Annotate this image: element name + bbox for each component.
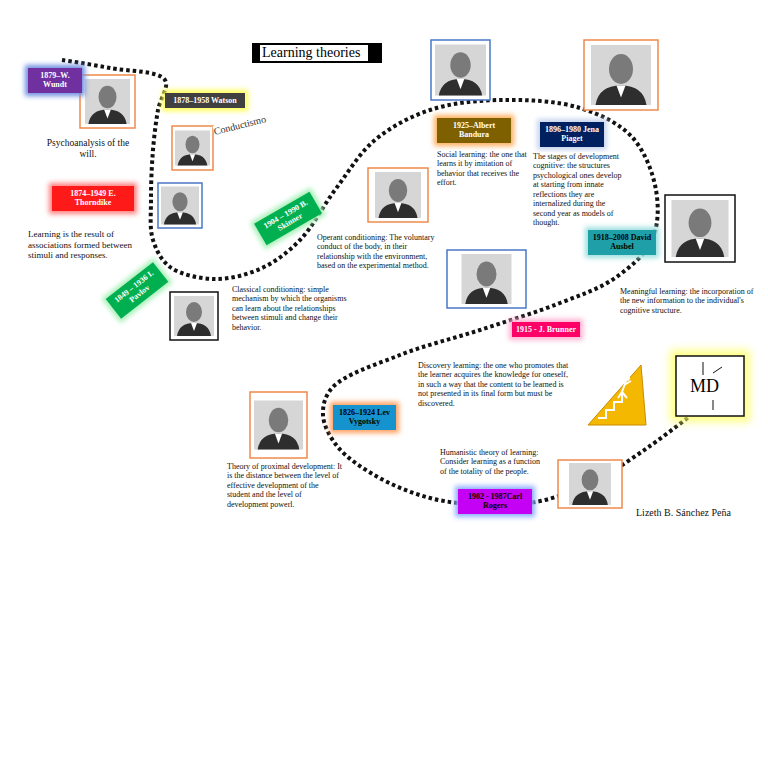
text-label: Conductismo: [213, 113, 268, 137]
mountain-shape: [588, 365, 646, 425]
portrait-photo: [80, 75, 135, 128]
timeline-layer: [62, 60, 690, 505]
title-banner: Learning theories: [252, 43, 382, 63]
text-label: The stages of development cognitive: the…: [533, 152, 625, 228]
climber-head: [624, 375, 630, 381]
photo-frame: [558, 460, 622, 508]
tag-text: 1918–2008 David Ausbel: [592, 233, 652, 252]
portrait: [85, 79, 130, 124]
name-tag: 1902 - 1987Carl Rogers: [458, 489, 532, 514]
photo-frame: [584, 40, 658, 110]
portrait: [569, 463, 611, 505]
portrait-photo: [558, 460, 622, 508]
portrait: [174, 296, 214, 336]
photo-frame: [447, 250, 526, 308]
portrait: [375, 172, 421, 218]
tag-text: 1896–1980 Jena Piaget: [544, 125, 600, 144]
portrait: [672, 200, 729, 257]
text-label: Operant conditioning: The voluntary cond…: [317, 233, 437, 271]
portrait-photo: [368, 168, 428, 222]
photo-frame: [431, 40, 490, 100]
photo-frame: [170, 292, 218, 340]
logo-frame: [676, 356, 744, 416]
portrait-photo: [158, 183, 202, 228]
photo-frame: [172, 126, 213, 170]
text-label: Social learning: the one that learns it …: [437, 150, 529, 188]
tag-text: 1826–1924 Lev Vygotsky: [337, 408, 392, 427]
tag-text: 1915 - J. Brunner: [516, 325, 576, 334]
portrait: [591, 45, 651, 105]
text-label: Meaningful learning: the incorporation o…: [620, 287, 762, 315]
description-text: Lizeth B. Sánchez Peña: [636, 507, 731, 518]
photo-frame: [250, 392, 307, 458]
text-label: Psychoanalysis of the will.: [38, 138, 138, 160]
portrait-photo: [431, 40, 490, 100]
text-label: MD: [690, 376, 719, 397]
name-tag: 1879–W. Wundt: [28, 68, 82, 93]
description-text: The stages of development cognitive: the…: [533, 152, 621, 227]
logo-stroke: [713, 367, 722, 373]
name-tag: 1925–Albert Bandura: [437, 118, 511, 143]
text-label: Learning is the result of associations f…: [28, 229, 144, 261]
name-tag: 1878–1958 Watson: [165, 93, 245, 108]
description-text: Humanistic theory of learning: Consider …: [440, 448, 540, 476]
tag-text: 1874–1949 E. Thorndike: [56, 189, 130, 208]
climber-icon: [588, 365, 646, 425]
name-tag: 1874–1949 E. Thorndike: [52, 186, 134, 211]
portrait: [175, 131, 210, 166]
logo-glow: [670, 350, 750, 422]
description-text: Social learning: the one that learns it …: [437, 150, 527, 187]
portrait: [161, 187, 199, 225]
photo-frame: [158, 183, 202, 228]
name-tag: 1904 – 1990 B. Skinner: [254, 192, 322, 246]
portrait: [462, 254, 512, 304]
portrait: [435, 45, 486, 96]
portrait-photo: [250, 392, 307, 458]
description-text: Operant conditioning: The voluntary cond…: [317, 233, 434, 270]
tag-text: 1902 - 1987Carl Rogers: [462, 492, 528, 511]
description-text: Conductismo: [213, 113, 267, 137]
photo-frame: [665, 195, 735, 262]
text-label: Classical conditioning: simple mechanism…: [232, 285, 350, 332]
portrait: [254, 401, 303, 450]
dotted-timeline: [62, 60, 690, 505]
portrait-photo: [584, 40, 658, 110]
description-text: Learning is the result of associations f…: [28, 229, 132, 260]
portrait-photo: [170, 292, 218, 340]
name-tag: 1918–2008 David Ausbel: [588, 230, 656, 255]
description-text: Classical conditioning: simple mechanism…: [232, 285, 347, 332]
name-tag: 1915 - J. Brunner: [512, 322, 580, 337]
description-text: Theory of proximal development: It is th…: [227, 462, 342, 509]
portrait-photo: [665, 195, 735, 262]
description-text: MD: [690, 376, 719, 396]
text-label: Lizeth B. Sánchez Peña: [636, 507, 731, 519]
name-tag: 1849 – 1936 I. Pavlov: [106, 262, 169, 319]
name-tag: 1896–1980 Jena Piaget: [540, 122, 604, 147]
tag-text: 1879–W. Wundt: [32, 71, 78, 90]
logo-box: [670, 350, 750, 422]
text-label: Humanistic theory of learning: Consider …: [440, 448, 542, 476]
tag-text: 1878–1958 Watson: [169, 96, 241, 105]
photo-frame: [80, 75, 135, 128]
description-text: Psychoanalysis of the will.: [47, 138, 129, 159]
title-text: Learning theories: [260, 45, 368, 61]
name-tag: 1826–1924 Lev Vygotsky: [333, 405, 396, 430]
portrait-photo: [447, 250, 526, 308]
tag-text: 1904 – 1990 B. Skinner: [259, 196, 317, 240]
portrait-photo: [172, 126, 213, 170]
photo-frame: [368, 168, 428, 222]
logo-stroke: [713, 400, 714, 410]
description-text: Meaningful learning: the incorporation o…: [620, 287, 753, 315]
tag-text: 1925–Albert Bandura: [441, 121, 507, 140]
climber-body: [618, 381, 631, 398]
tag-text: 1849 – 1936 I. Pavlov: [111, 267, 164, 314]
text-label: Theory of proximal development: It is th…: [227, 462, 343, 509]
text-label: Discovery learning: the one who promotes…: [418, 361, 570, 408]
description-text: Discovery learning: the one who promotes…: [418, 361, 568, 408]
logo-stroke: [703, 362, 704, 375]
